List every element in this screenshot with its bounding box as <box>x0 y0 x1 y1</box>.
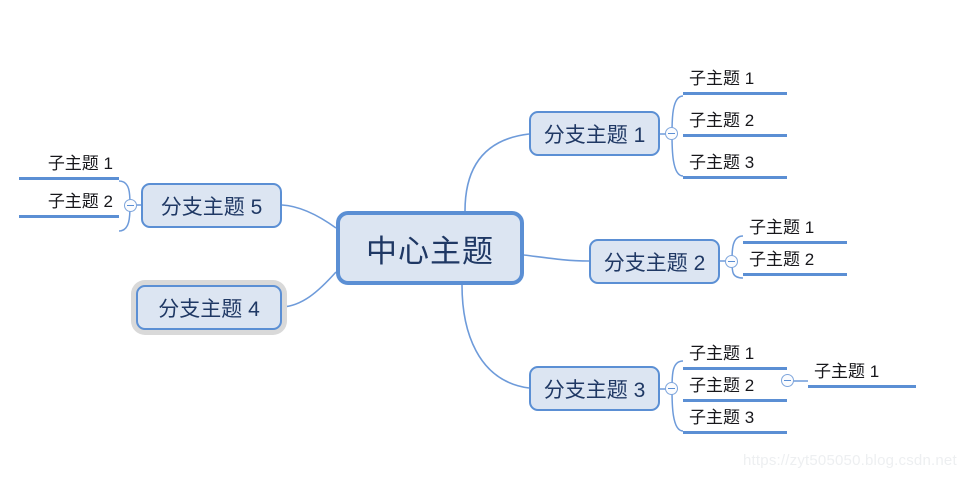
leaf-topic-label: 子主题 1 <box>47 154 113 173</box>
leaf-topic[interactable]: 子主题 3 <box>683 154 787 179</box>
collapse-toggle-branch-3-child-2[interactable] <box>781 374 794 387</box>
leaf-topic[interactable]: 子主题 1 <box>683 345 787 370</box>
branch-topic-4-label: 分支主题 4 <box>158 297 260 321</box>
bracket-branch-3 <box>671 360 684 432</box>
leaf-topic[interactable]: 子主题 2 <box>743 251 847 276</box>
leaf-topic-label: 子主题 1 <box>689 344 755 363</box>
collapse-toggle-branch-2[interactable] <box>725 255 738 268</box>
leaf-topic[interactable]: 子主题 2 <box>683 377 787 402</box>
leaf-topic[interactable]: 子主题 1 <box>808 363 916 388</box>
leaf-topic[interactable]: 子主题 3 <box>683 409 787 434</box>
leaf-topic[interactable]: 子主题 1 <box>743 219 847 244</box>
center-topic-label: 中心主题 <box>366 233 494 269</box>
leaf-topic-label: 子主题 1 <box>689 69 755 88</box>
connector-root-branch-2 <box>523 254 590 262</box>
leaf-topic[interactable]: 子主题 2 <box>19 193 119 218</box>
leaf-topic-label: 子主题 2 <box>749 250 815 269</box>
branch-topic-1-node[interactable]: 分支主题 1 <box>529 111 660 156</box>
collapse-toggle-branch-3[interactable] <box>665 382 678 395</box>
collapse-toggle-branch-1[interactable] <box>665 127 678 140</box>
leaf-topic-label: 子主题 2 <box>47 192 113 211</box>
leaf-topic-label: 子主题 1 <box>749 218 815 237</box>
branch-topic-2-label: 分支主题 2 <box>603 251 706 275</box>
connector-root-branch-5 <box>281 204 337 229</box>
leaf-topic[interactable]: 子主题 1 <box>683 70 787 95</box>
branch-topic-4-node[interactable]: 分支主题 4 <box>136 285 282 330</box>
branch-topic-3-node[interactable]: 分支主题 3 <box>529 366 660 411</box>
branch-topic-2-node[interactable]: 分支主题 2 <box>589 239 720 284</box>
leaf-topic-label: 子主题 3 <box>689 153 755 172</box>
connector-root-branch-3 <box>461 284 530 389</box>
connector-root-branch-4 <box>281 271 337 308</box>
leaf-topic-label: 子主题 3 <box>689 408 755 427</box>
branch-topic-1-label: 分支主题 1 <box>543 123 646 147</box>
leaf-topic[interactable]: 子主题 2 <box>683 112 787 137</box>
connector-root-branch-1 <box>464 133 530 212</box>
branch-topic-5-label: 分支主题 5 <box>160 195 263 219</box>
branch-topic-5-node[interactable]: 分支主题 5 <box>141 183 282 228</box>
leaf-topic-label: 子主题 2 <box>689 376 755 395</box>
branch-topic-3-label: 分支主题 3 <box>543 378 646 402</box>
leaf-topic-label: 子主题 1 <box>814 362 880 381</box>
center-topic-node[interactable]: 中心主题 <box>336 211 524 285</box>
watermark-text: https://zyt505050.blog.csdn.net <box>743 452 957 469</box>
leaf-topic-label: 子主题 2 <box>689 111 755 130</box>
leaf-topic[interactable]: 子主题 1 <box>19 155 119 180</box>
collapse-toggle-branch-5[interactable] <box>124 199 137 212</box>
